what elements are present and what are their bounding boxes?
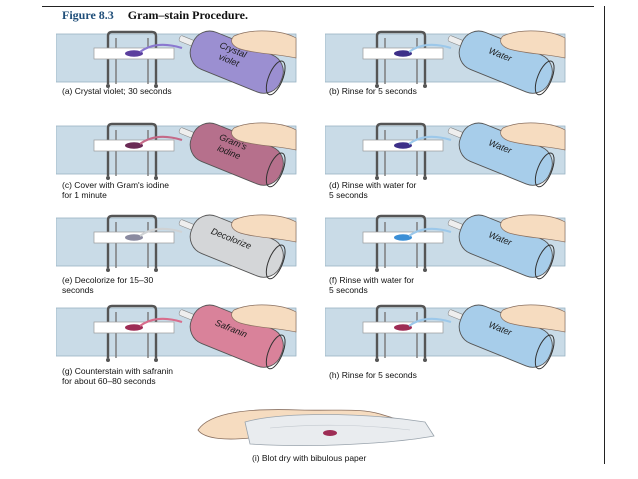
panel-g: Safranin [56,302,301,372]
reagent-bottle: Water [447,214,555,280]
panel-illustration: Water [325,122,566,188]
panel-illustration: Water [325,30,566,96]
panel-e: Decolorize [56,212,301,282]
smear [394,50,412,57]
smear [125,324,143,331]
reagent-stream [408,135,452,145]
panel-illustration: Water [325,214,566,280]
smear [394,234,412,241]
hand [500,304,566,333]
smear [394,324,412,331]
smear [394,142,412,149]
panel-i [190,400,440,450]
reagent-stream [408,43,452,53]
panel-illustration: Safranin [56,304,297,370]
reagent-stream [139,227,183,237]
panel-illustration: Water [325,304,566,370]
reagent-stream [139,135,183,145]
smear [125,142,143,149]
panel-d: Water [325,120,570,190]
figure-number: Figure 8.3 [62,8,114,22]
reagent-bottle: Water [447,30,555,96]
staining-rack [375,122,427,176]
panel-illustration: Decolorize [56,214,297,280]
smear [125,50,143,57]
staining-rack [106,122,158,176]
panel-b: Water [325,28,570,98]
staining-rack [106,30,158,84]
caption-d: (d) Rinse with water for 5 seconds [329,180,417,200]
staining-rack [375,30,427,84]
caption-g: (g) Counterstain with safranin for about… [62,366,174,386]
hand [500,30,566,59]
staining-rack [106,304,158,358]
reagent-stream [408,227,452,237]
figure-title: Figure 8.3 Gram–stain Procedure. [62,8,248,23]
figure-name: Gram–stain Procedure. [127,8,248,22]
caption-b: (b) Rinse for 5 seconds [329,86,417,96]
hand [231,30,297,59]
panel-h: Water [325,302,570,372]
panel-f: Water [325,212,570,282]
caption-h: (h) Rinse for 5 seconds [329,370,417,380]
hand [231,214,297,243]
smear [125,234,143,241]
caption-i: (i) Blot dry with bibulous paper [252,453,367,463]
reagent-stream [139,43,183,53]
frame-right-line [604,6,605,464]
bibulous-paper [244,414,435,446]
hand [231,122,297,151]
staining-rack [375,304,427,358]
caption-e: (e) Decolorize for 15–30 seconds [62,275,154,295]
hand [500,214,566,243]
hand [500,122,566,151]
blot-illustration [197,409,435,446]
reagent-stream [408,317,452,327]
caption-c: (c) Cover with Gram's iodine for 1 minut… [62,180,169,200]
frame-top-line [42,6,594,7]
blot-smear [323,430,337,436]
staining-rack [375,214,427,268]
staining-rack [106,214,158,268]
caption-f: (f) Rinse with water for 5 seconds [329,275,415,295]
reagent-stream [139,317,183,327]
caption-a: (a) Crystal violet; 30 seconds [62,86,172,96]
reagent-bottle: Water [447,304,555,370]
hand [231,304,297,333]
